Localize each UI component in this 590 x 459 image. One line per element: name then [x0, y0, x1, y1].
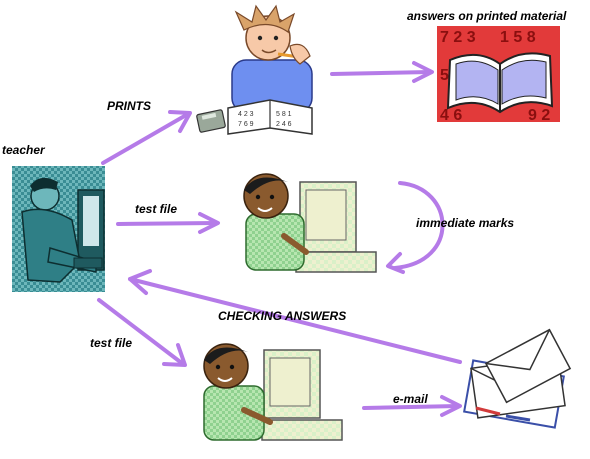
arrow-computer-to-email — [362, 395, 462, 417]
checking-answers-label: CHECKING ANSWERS — [218, 309, 347, 323]
prints-label: PRINTS — [107, 99, 152, 113]
student-at-computer-icon-top — [243, 173, 377, 273]
teacher-at-computer-icon — [12, 166, 105, 292]
envelopes-icon — [463, 328, 572, 429]
student-at-computer-icon-bottom — [203, 343, 343, 441]
immediate-marks-label: immediate marks — [416, 216, 515, 230]
test-file-label-bottom: test file — [90, 336, 133, 350]
svg-text:5: 5 — [440, 67, 449, 84]
svg-text:7 6 9: 7 6 9 — [238, 121, 254, 128]
test-file-label-top: test file — [135, 202, 178, 216]
svg-text:5 8 1: 5 8 1 — [276, 111, 292, 118]
teacher-label: teacher — [2, 143, 45, 157]
arrow-teacher-to-computer — [116, 212, 220, 234]
open-book-icon: 7 2 3 1 5 8 4 6 9 2 3 5 — [437, 26, 560, 124]
svg-text:1 5 8: 1 5 8 — [500, 29, 536, 46]
svg-text:9 2: 9 2 — [528, 107, 550, 124]
student-reading-book-icon: 4 2 3 5 8 1 7 6 9 2 4 6 — [196, 4, 313, 135]
svg-text:7 2 3: 7 2 3 — [440, 29, 476, 46]
arrow-teacher-to-lower-computer — [97, 298, 187, 367]
arrow-teacher-to-print — [101, 110, 192, 165]
arrow-print-to-book — [330, 61, 434, 83]
svg-text:2 4 6: 2 4 6 — [276, 121, 292, 128]
email-label: e-mail — [393, 392, 428, 406]
svg-text:4 2 3: 4 2 3 — [238, 111, 254, 118]
arrow-email-to-teacher — [128, 269, 462, 364]
printed-material-label: answers on printed material — [407, 9, 567, 23]
arrow-immediate-marks-loop — [386, 181, 445, 274]
svg-text:4 6: 4 6 — [440, 107, 462, 124]
